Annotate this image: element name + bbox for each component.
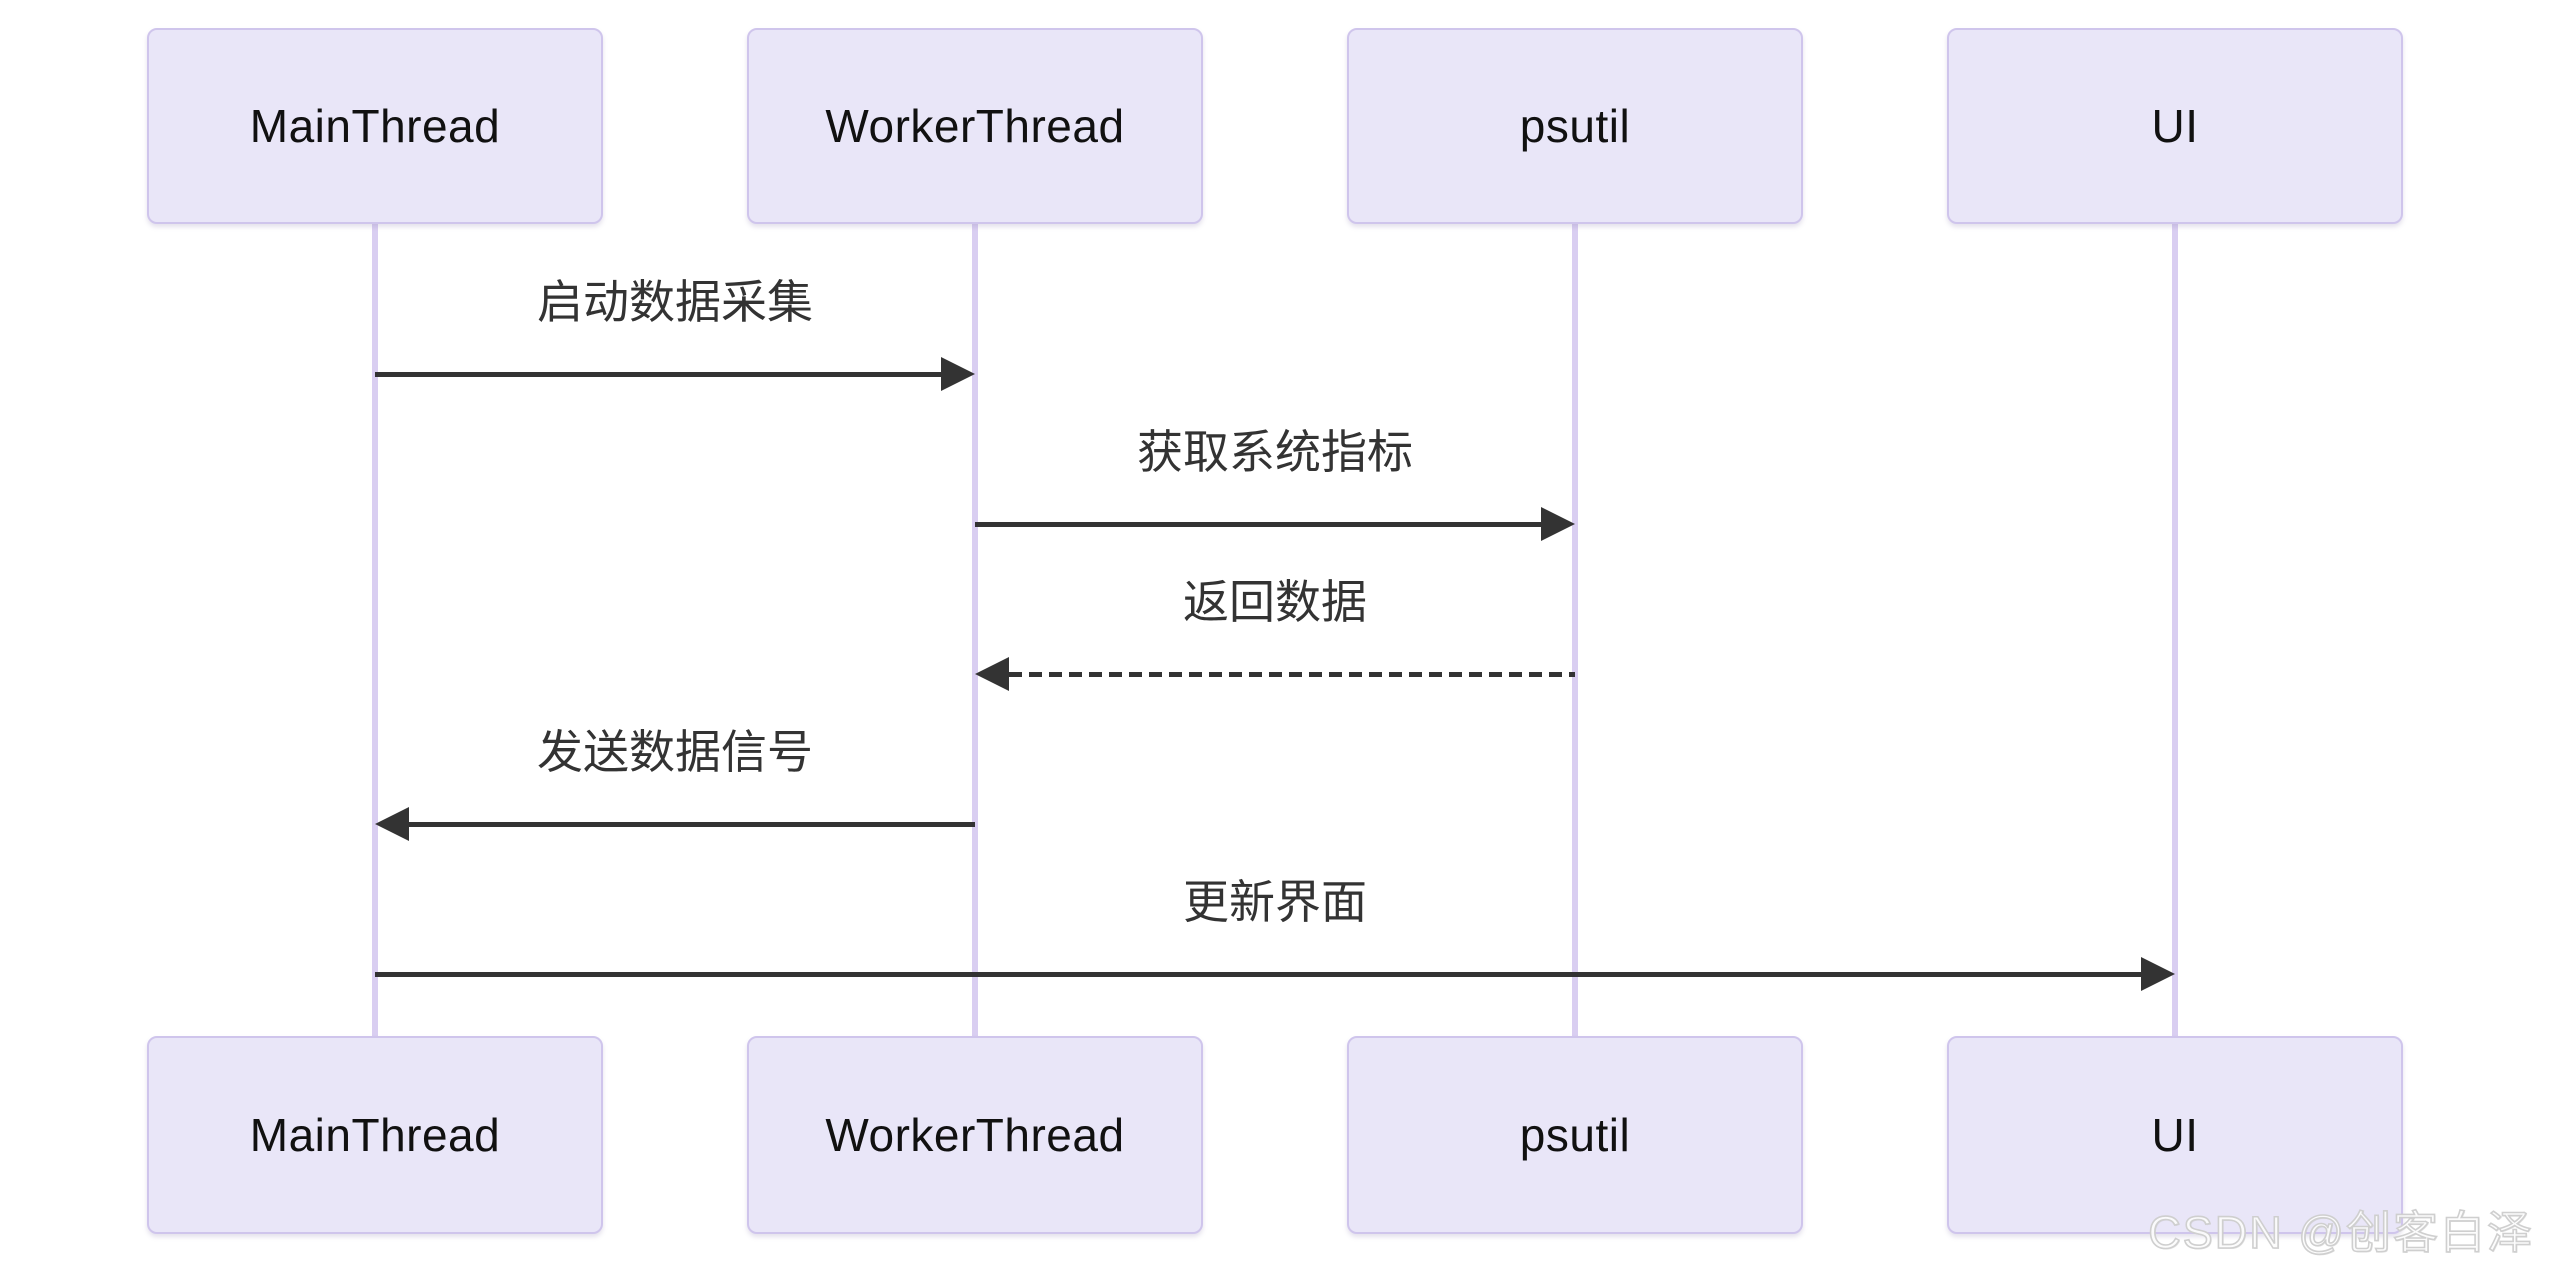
arrowhead-left-icon [975, 657, 1009, 691]
message-label: 获取系统指标 [1137, 426, 1413, 478]
message-line [375, 972, 2145, 977]
actor-top-workerthread: WorkerThread [747, 28, 1203, 224]
message-label: 返回数据 [1183, 576, 1367, 628]
csdn-watermark: CSDN @创客白泽 [2147, 1206, 2534, 1259]
actor-bottom-psutil: psutil [1347, 1036, 1803, 1234]
lifeline-workerthread [972, 222, 978, 1038]
actor-label: WorkerThread [825, 100, 1125, 152]
message-line [975, 522, 1545, 527]
arrowhead-right-icon [1541, 507, 1575, 541]
lifeline-psutil [1572, 222, 1578, 1038]
actor-label: psutil [1519, 100, 1631, 152]
lifeline-ui [2172, 222, 2178, 1038]
message-line [375, 372, 945, 377]
actor-label: psutil [1519, 1109, 1631, 1161]
actor-top-mainthread: MainThread [147, 28, 603, 224]
arrowhead-right-icon [941, 357, 975, 391]
actor-label: UI [2151, 100, 2199, 152]
actor-label: MainThread [249, 1109, 501, 1161]
actor-label: UI [2151, 1109, 2199, 1161]
message-line-dashed [1009, 672, 1575, 677]
actor-bottom-workerthread: WorkerThread [747, 1036, 1203, 1234]
message-label: 启动数据采集 [537, 276, 813, 328]
message-label: 发送数据信号 [537, 726, 813, 778]
actor-top-psutil: psutil [1347, 28, 1803, 224]
actor-bottom-mainthread: MainThread [147, 1036, 603, 1234]
actor-label: MainThread [249, 100, 501, 152]
lifeline-mainthread [372, 222, 378, 1038]
arrowhead-right-icon [2141, 957, 2175, 991]
message-line [409, 822, 975, 827]
actor-top-ui: UI [1947, 28, 2403, 224]
actor-bottom-ui: UI [1947, 1036, 2403, 1234]
actor-label: WorkerThread [825, 1109, 1125, 1161]
message-label: 更新界面 [1183, 876, 1367, 928]
arrowhead-left-icon [375, 807, 409, 841]
